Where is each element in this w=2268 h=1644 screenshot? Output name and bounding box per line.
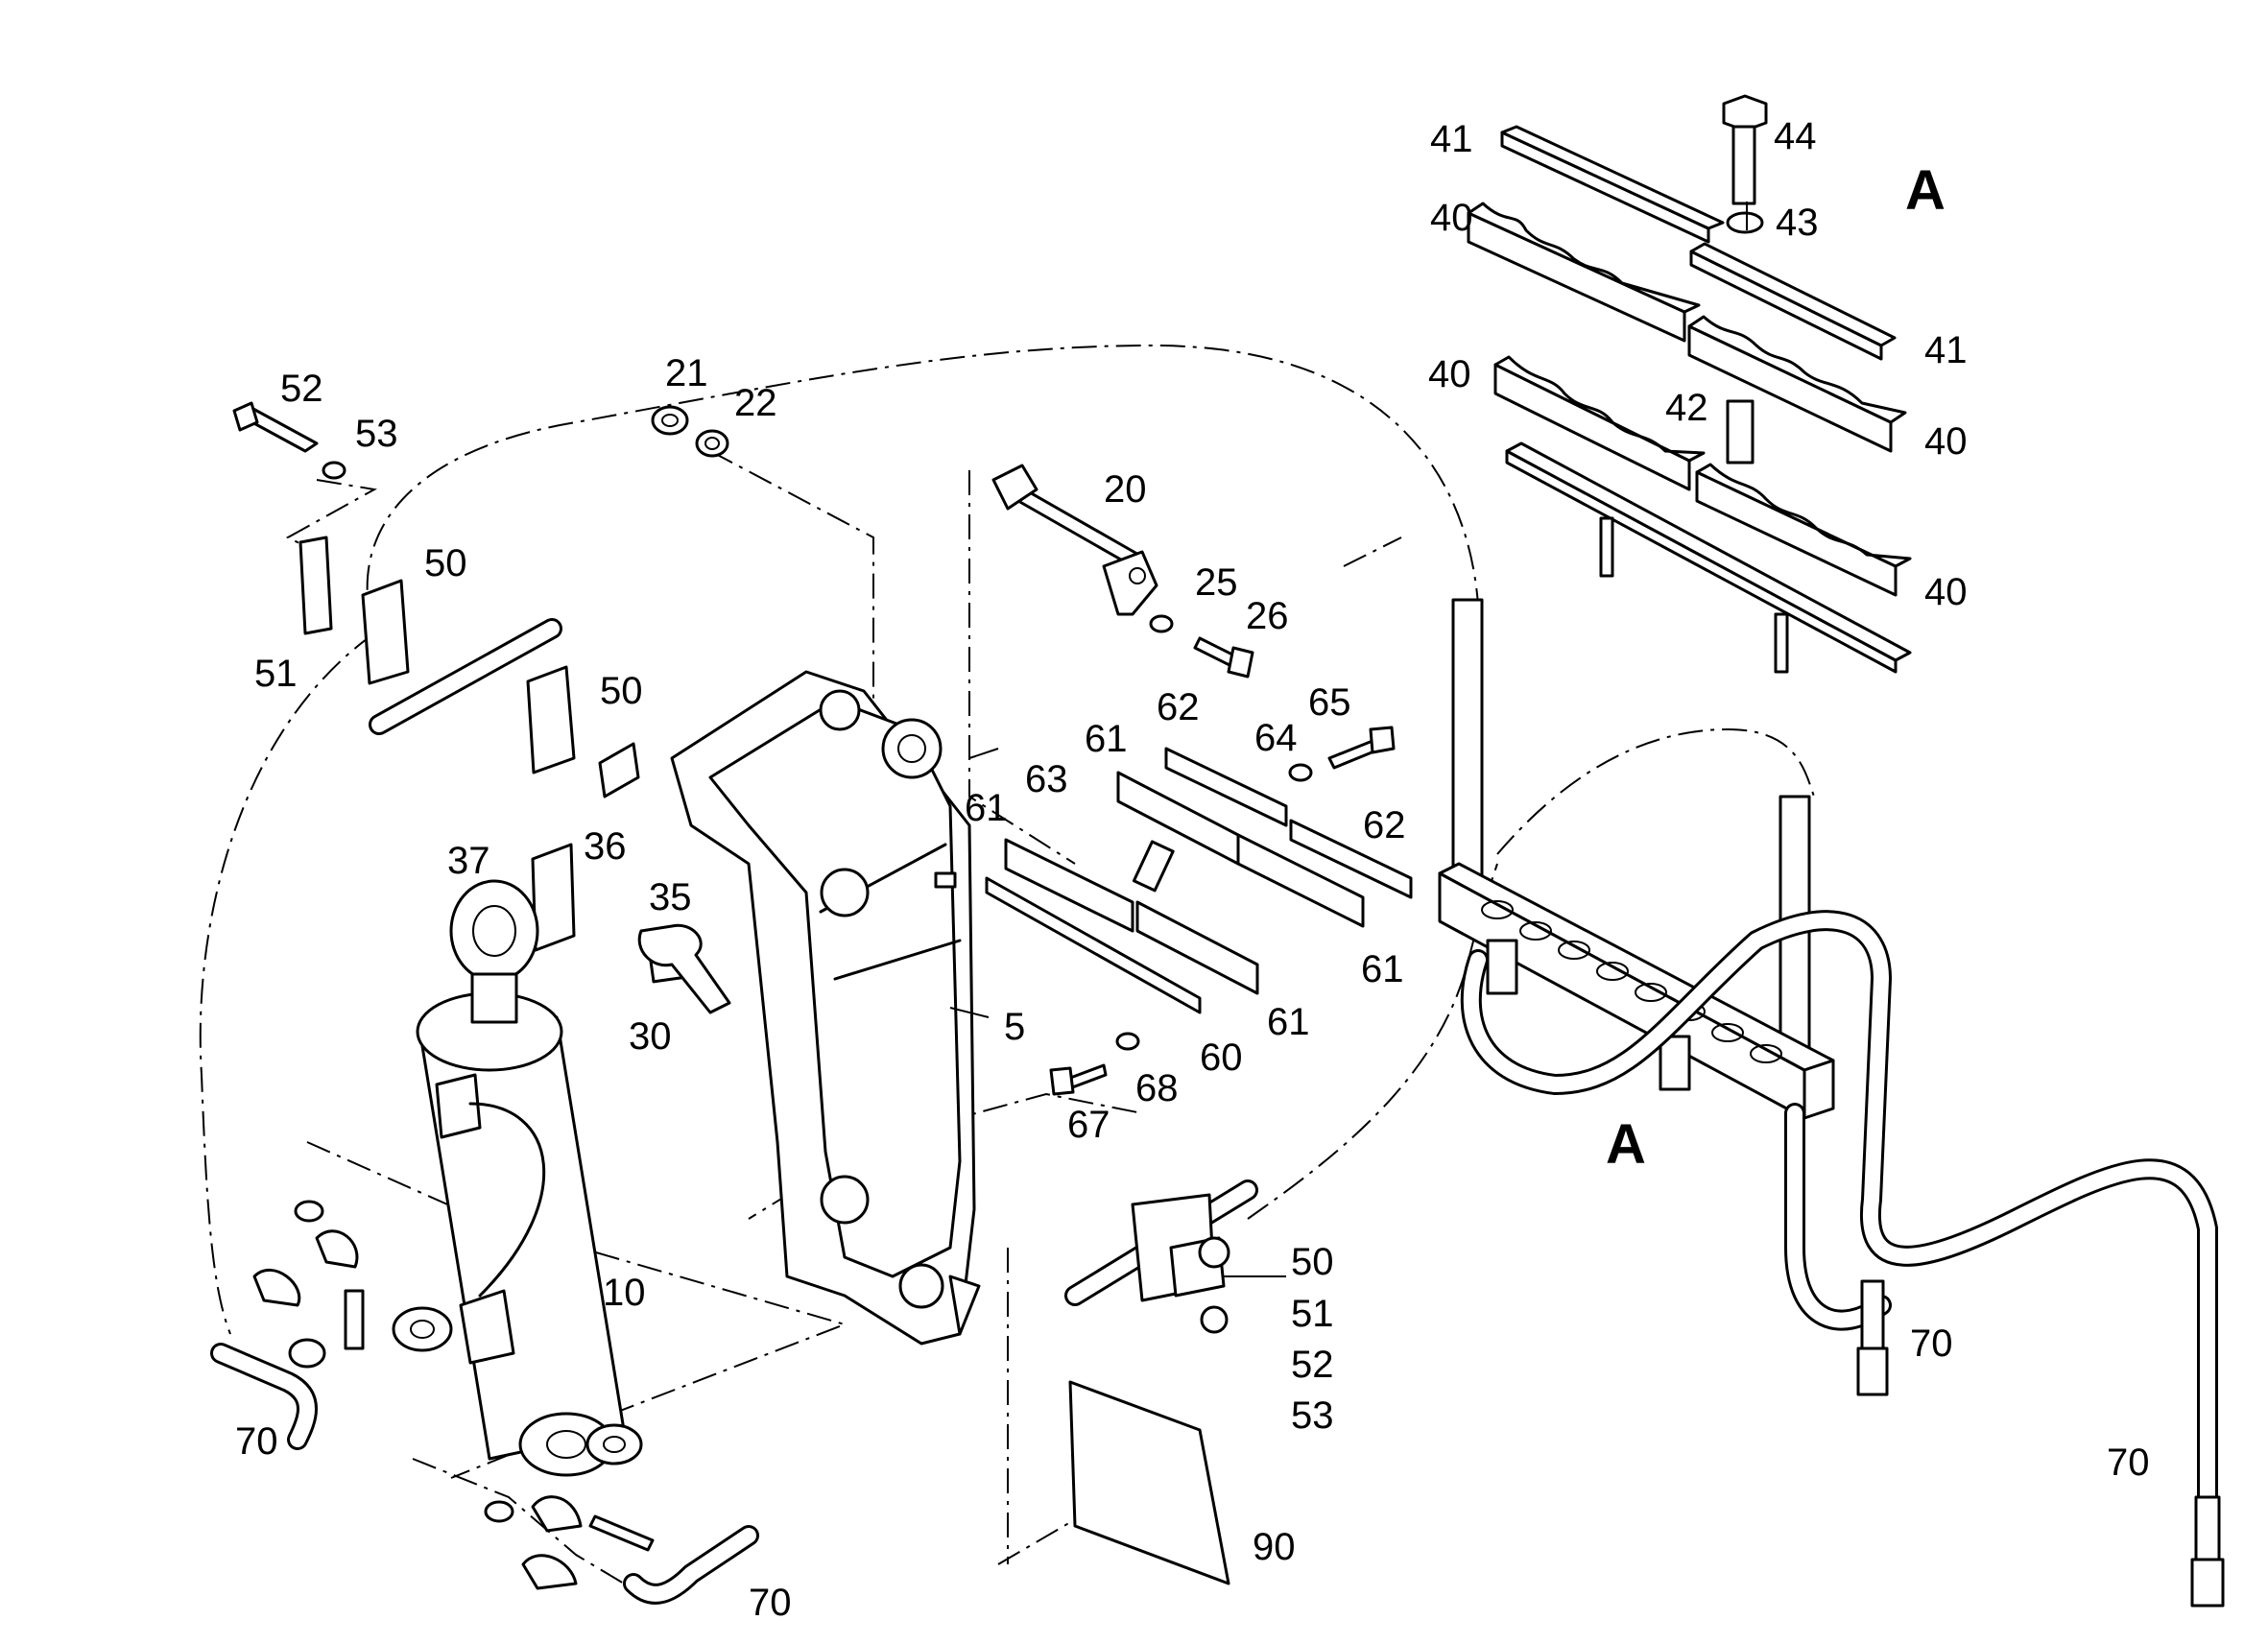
callout-70-far-right: 70	[2107, 1441, 2150, 1484]
callout-30: 30	[629, 1015, 672, 1058]
callout-labels: 44 41 43 40 41 40 42 40 40 21 22 52 53 2…	[235, 115, 2150, 1624]
callout-leaders	[949, 202, 1748, 1277]
detail-marker-a-bracket: A	[1606, 1113, 1646, 1176]
callout-61-right: 61	[1361, 948, 1404, 990]
callout-60: 60	[1200, 1036, 1243, 1079]
callout-20: 20	[1104, 468, 1147, 511]
callout-10: 10	[603, 1272, 646, 1314]
callout-68: 68	[1135, 1067, 1179, 1109]
callout-65: 65	[1308, 681, 1351, 724]
pin-20	[991, 464, 1158, 616]
bolt-44	[1722, 94, 1768, 205]
callout-64: 64	[1254, 717, 1298, 759]
callout-63: 63	[1025, 758, 1068, 800]
callout-61-left: 61	[965, 787, 1008, 829]
clamp-set-mid	[531, 726, 1413, 1096]
hydraulic-cylinder-10	[392, 879, 643, 1477]
callout-22: 22	[734, 382, 777, 424]
callout-51-lower: 51	[1291, 1293, 1334, 1335]
callout-40-upper: 40	[1430, 197, 1473, 239]
callout-70-right: 70	[1910, 1322, 1953, 1365]
callout-67: 67	[1067, 1104, 1110, 1146]
callout-70-left: 70	[235, 1420, 278, 1463]
callout-44: 44	[1774, 115, 1817, 157]
callout-50-lower: 50	[1291, 1241, 1334, 1283]
callout-36: 36	[584, 825, 627, 868]
clamp-set-upper-left	[232, 401, 576, 774]
callout-62-right: 62	[1363, 804, 1406, 846]
callout-90: 90	[1253, 1526, 1296, 1568]
boom-arm-5	[670, 670, 981, 1346]
detail-marker-a-top: A	[1905, 159, 1946, 222]
callout-50-mid: 50	[600, 670, 643, 712]
callout-40-left: 40	[1428, 353, 1471, 395]
callout-61-top: 61	[1085, 718, 1128, 760]
callout-37: 37	[447, 840, 490, 882]
callout-42: 42	[1665, 387, 1708, 429]
callout-5: 5	[1004, 1006, 1025, 1048]
callout-40-lower: 40	[1924, 571, 1968, 613]
callout-52-lower: 52	[1291, 1344, 1334, 1386]
callout-51-top: 51	[254, 653, 298, 695]
callout-41-right: 41	[1924, 329, 1968, 371]
detail-a-clamp-assembly	[1467, 94, 1912, 674]
flange-parts-left	[252, 1200, 655, 1590]
callout-50-top: 50	[424, 542, 467, 584]
callout-53-lower: 53	[1291, 1394, 1334, 1437]
hydraulic-hoses-left	[210, 1179, 1258, 1605]
plate-90	[1068, 1380, 1230, 1585]
callout-52-top: 52	[280, 368, 323, 410]
callout-62-top: 62	[1157, 686, 1200, 728]
callout-41-top: 41	[1430, 118, 1473, 160]
detail-a-pipe-bracket	[1438, 598, 1835, 1120]
clamp-set-lower	[1131, 1193, 1230, 1334]
callout-61-lower: 61	[1267, 1001, 1310, 1043]
callout-35: 35	[649, 876, 692, 918]
bolt-26	[1193, 636, 1254, 679]
callout-43: 43	[1776, 202, 1819, 244]
callout-70-bottom: 70	[749, 1582, 792, 1624]
callout-26: 26	[1246, 595, 1289, 637]
callout-25: 25	[1195, 561, 1238, 604]
callout-40-right: 40	[1924, 420, 1968, 463]
callout-53-top: 53	[355, 413, 398, 455]
callout-21: 21	[665, 352, 708, 394]
hydraulic-hoses-right	[1460, 910, 2225, 1608]
